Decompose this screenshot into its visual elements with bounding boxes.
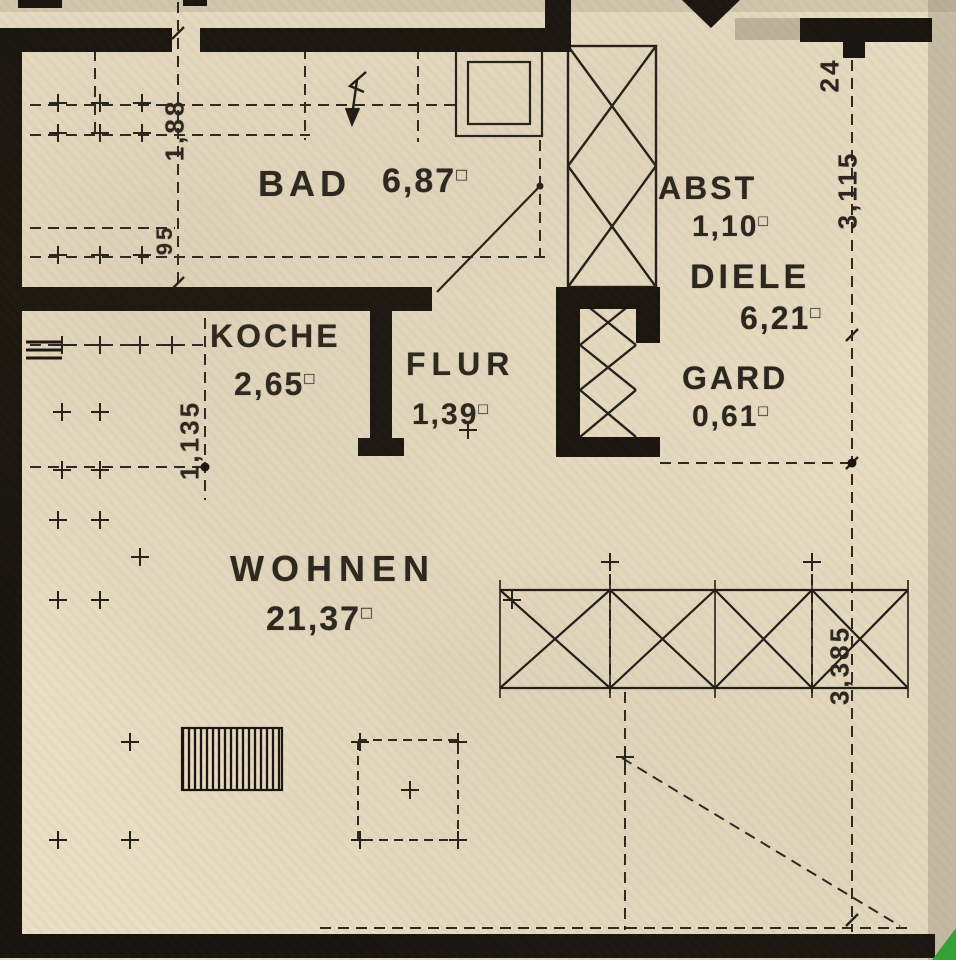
room-area-wohnen-value: 21,37 xyxy=(266,600,362,638)
room-area-abst: 1,10□ xyxy=(692,210,768,244)
room-area-gard: 0,61□ xyxy=(692,400,768,434)
room-area-bad-value: 6,87 xyxy=(382,162,457,200)
survey-crosses xyxy=(48,93,822,850)
room-label-koche: KOCHE xyxy=(210,318,341,354)
room-area-wohnen: 21,37□ xyxy=(266,600,372,639)
room-area-bad: 6,87□ xyxy=(382,162,467,201)
room-label-diele: DIELE xyxy=(690,258,811,296)
room-area-flur-value: 1,39 xyxy=(412,398,479,431)
dashed-box xyxy=(357,739,459,841)
sqm-symbol: □ xyxy=(304,369,315,389)
room-area-koche: 2,65□ xyxy=(234,366,314,403)
door-swing-line xyxy=(436,182,544,293)
window-symbol-top xyxy=(454,48,544,138)
walls xyxy=(0,0,935,958)
sqm-symbol: □ xyxy=(758,212,768,230)
room-label-flur: FLUR xyxy=(406,346,516,382)
abst-shaft-x xyxy=(566,44,658,289)
sqm-symbol: □ xyxy=(758,402,768,420)
room-area-abst-value: 1,10 xyxy=(692,210,759,243)
window-band xyxy=(499,580,909,698)
sqm-symbol: □ xyxy=(810,303,821,323)
gard-wardrobe-x xyxy=(579,299,637,438)
room-area-diele: 6,21□ xyxy=(740,300,820,337)
dimension-left-upper: 1,88 xyxy=(159,98,190,162)
green-mark xyxy=(932,928,956,960)
room-label-gard: GARD xyxy=(682,360,789,396)
room-label-wohnen: WOHNEN xyxy=(230,548,436,589)
room-label-abst: ABST xyxy=(658,170,758,206)
room-label-bad: BAD xyxy=(258,163,351,204)
sink-marks xyxy=(26,340,62,360)
dimension-right-lower: 3,385 xyxy=(824,624,855,706)
radiator-symbol xyxy=(180,726,284,792)
dimension-right-upper: 3,115 xyxy=(832,150,863,230)
dimension-left-mid: 95 xyxy=(152,224,177,256)
dimension-ticks xyxy=(171,26,859,927)
sqm-symbol: □ xyxy=(456,164,467,185)
room-area-gard-value: 0,61 xyxy=(692,400,759,433)
room-area-koche-value: 2,65 xyxy=(234,366,305,402)
drain-arrow-icon xyxy=(344,71,367,128)
room-area-diele-value: 6,21 xyxy=(740,300,811,336)
axis-dots xyxy=(200,458,857,472)
dimension-left-lower: 1,135 xyxy=(174,399,205,481)
room-area-flur: 1,39□ xyxy=(412,398,488,432)
sqm-symbol: □ xyxy=(478,400,488,418)
sqm-symbol: □ xyxy=(361,602,372,623)
dimension-top-right: 24 xyxy=(814,57,845,93)
